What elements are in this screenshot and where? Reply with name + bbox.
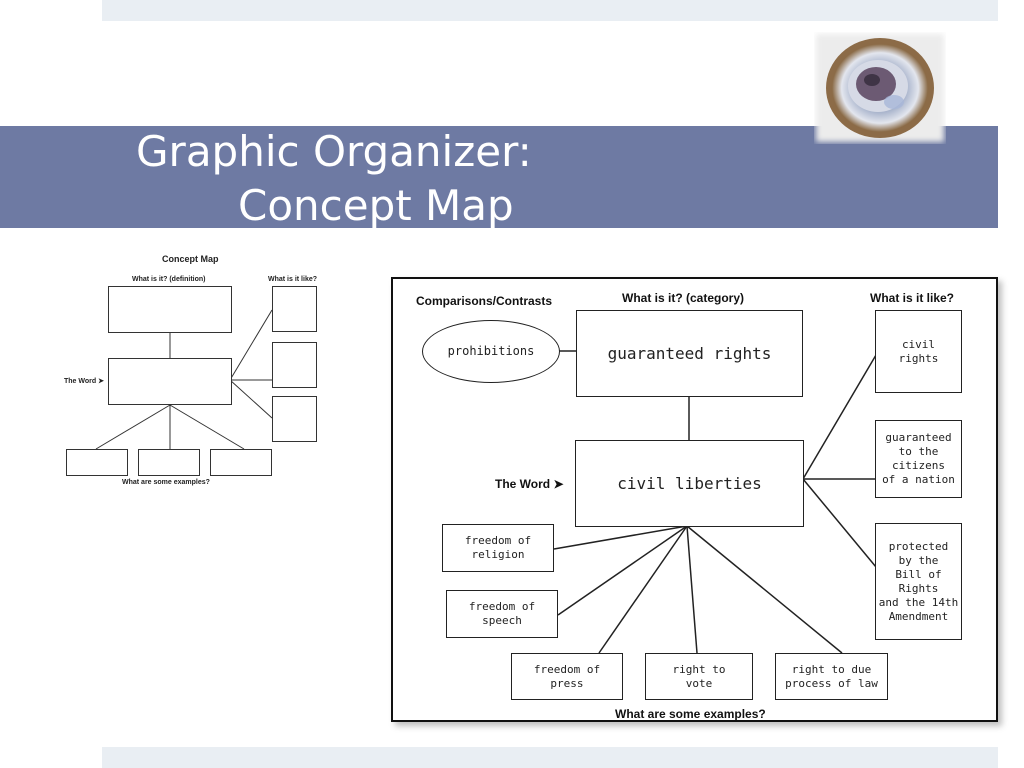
small-map-like-label: What is it like? xyxy=(268,276,318,283)
like-label: What is it like? xyxy=(870,291,955,305)
example-box: right to vote xyxy=(645,653,753,700)
small-map-example-box xyxy=(138,449,200,476)
slide-title-line-1: Graphic Organizer: xyxy=(136,127,532,176)
geode-image xyxy=(816,34,944,142)
small-map-like-box xyxy=(272,342,317,388)
property-box: civil rights xyxy=(875,310,962,393)
slide-title-line-2: Concept Map xyxy=(238,181,514,230)
small-map-word-label: The Word ➤ xyxy=(64,378,104,385)
word-label: The Word ➤ xyxy=(495,477,564,491)
small-map-definition-label: What is it? (definition) xyxy=(132,276,206,283)
small-map-connectors xyxy=(95,309,273,450)
small-map-definition-box xyxy=(108,286,232,333)
category-box: guaranteed rights xyxy=(576,310,803,397)
small-map-like-box xyxy=(272,286,317,332)
title-band xyxy=(0,126,998,228)
property-box: protected by the Bill of Rights and the … xyxy=(875,523,962,640)
small-concept-map: Concept Map What is it? (definition) Wha… xyxy=(58,248,340,488)
bottom-band xyxy=(102,747,998,768)
small-map-heading: Concept Map xyxy=(162,254,219,264)
top-band xyxy=(102,0,998,21)
example-box: freedom of speech xyxy=(446,590,558,638)
examples-label: What are some examples? xyxy=(615,707,766,721)
comparison-oval: prohibitions xyxy=(422,320,560,383)
category-label: What is it? (category) xyxy=(622,291,745,305)
small-map-example-box xyxy=(66,449,128,476)
example-box: right to due process of law xyxy=(775,653,888,700)
comparisons-label: Comparisons/Contrasts xyxy=(416,294,553,308)
small-map-like-box xyxy=(272,396,317,442)
small-map-word-box xyxy=(108,358,232,405)
concept-map: Comparisons/Contrasts What is it? (categ… xyxy=(391,277,998,722)
example-box: freedom of press xyxy=(511,653,623,700)
word-box: civil liberties xyxy=(575,440,804,527)
example-box: freedom of religion xyxy=(442,524,554,572)
concept-map-connectors xyxy=(491,350,877,654)
small-map-examples-label: What are some examples? xyxy=(122,479,210,486)
property-box: guaranteed to the citizens of a nation xyxy=(875,420,962,498)
small-map-example-box xyxy=(210,449,272,476)
